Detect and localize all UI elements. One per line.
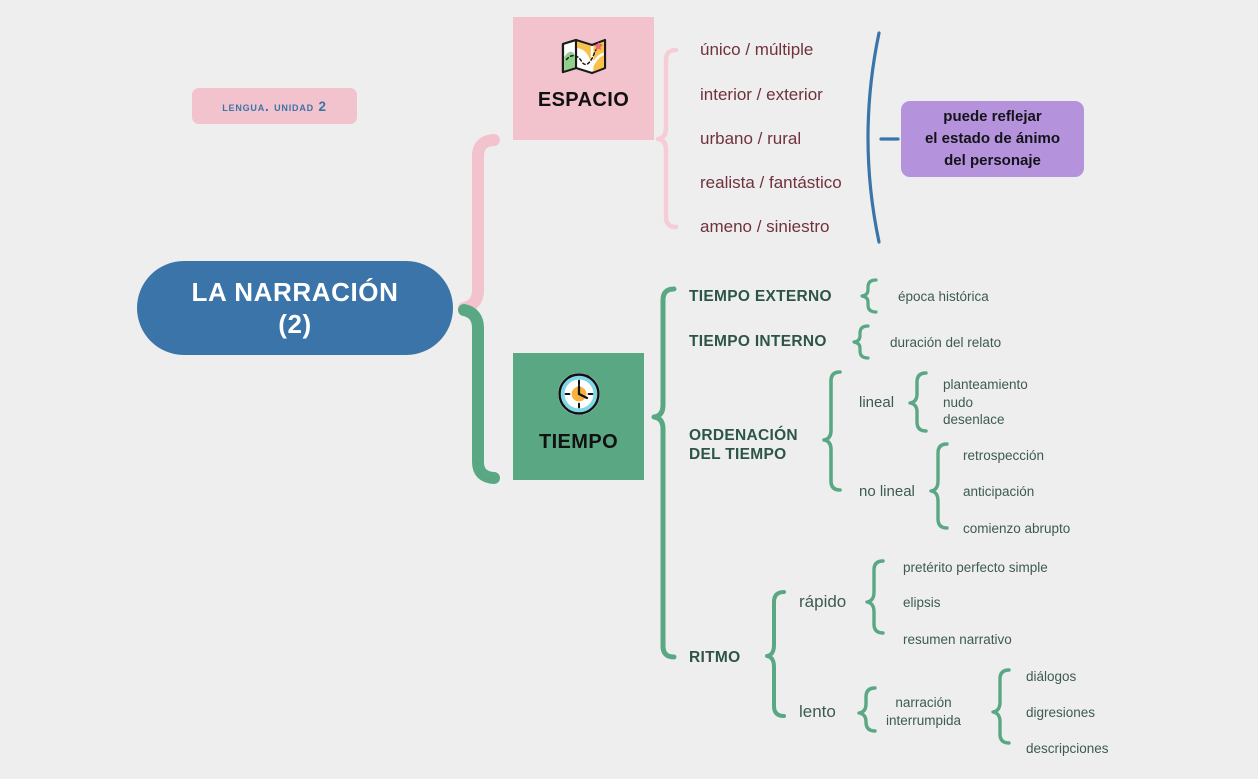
unit-badge-label: LENGUA. UNIDAD 2 — [222, 98, 327, 114]
sub-label-narracion-line1: narración — [895, 695, 952, 710]
brace-lento — [857, 686, 877, 733]
brace-espacio-items — [655, 47, 679, 230]
branch-label-tiempo-externo: TIEMPO EXTERNO — [689, 288, 832, 305]
leaf-lineal-1: nudo — [943, 395, 974, 410]
brace-narracion-interrumpida — [991, 668, 1011, 745]
leaf-lineal-0: planteamiento — [943, 377, 1028, 392]
connector-espacio-callout-arc — [866, 31, 881, 244]
sub-label-rapido: rápido — [799, 592, 847, 611]
mood-callout-line3: del personaje — [944, 152, 1041, 169]
leaf-lento-1: digresiones — [1026, 705, 1096, 720]
leaf-no-lineal-1: anticipación — [963, 484, 1035, 499]
leaf-rapido-1: elipsis — [903, 595, 941, 610]
sub-label-no-lineal: no lineal — [859, 483, 915, 500]
brace-tiempo-branches — [651, 286, 677, 660]
central-node-title-line2: (2) — [278, 309, 312, 339]
branch-label-tiempo-interno: TIEMPO INTERNO — [689, 333, 827, 350]
brace-ordenacion — [822, 370, 842, 492]
branch-label-ritmo: RITMO — [689, 649, 741, 666]
map-icon — [560, 35, 608, 77]
brace-rapido — [865, 559, 885, 635]
brace-no-lineal — [929, 442, 949, 530]
leaf-no-lineal-2: comienzo abrupto — [963, 521, 1071, 536]
leaf-duracion-del-relato: duración del relato — [890, 335, 1002, 350]
leaf-lento-0: diálogos — [1026, 669, 1077, 684]
sub-label-narracion-interrumpida: narración interrumpida — [886, 694, 961, 729]
brace-ritmo — [765, 590, 786, 718]
topic-label-tiempo: TIEMPO — [538, 431, 619, 453]
leaf-epoca-historica: época histórica — [898, 289, 989, 304]
sub-label-lineal: lineal — [859, 394, 895, 411]
unit-badge: LENGUA. UNIDAD 2 — [192, 88, 357, 124]
espacio-item-1: interior / exterior — [700, 85, 823, 104]
mood-callout: puede reflejar el estado de ánimo del pe… — [901, 101, 1084, 177]
topic-box-espacio[interactable]: ESPACIO — [513, 17, 654, 140]
leaf-no-lineal-0: retrospección — [963, 448, 1045, 463]
espacio-item-2: urbano / rural — [700, 129, 802, 148]
branch-label-ordenacion-line2: DEL TIEMPO — [689, 446, 787, 463]
mood-callout-line1: puede reflejar — [943, 108, 1042, 125]
leaf-rapido-2: resumen narrativo — [903, 632, 1012, 647]
brace-tiempo-externo — [860, 278, 878, 314]
brace-tiempo-interno — [852, 324, 870, 360]
connector-central-espacio — [458, 134, 500, 314]
leaf-lineal-2: desenlace — [943, 412, 1005, 427]
leaf-rapido-0: pretérito perfecto simple — [903, 560, 1048, 575]
espacio-item-0: único / múltiple — [700, 40, 814, 59]
central-node[interactable]: LA NARRACIÓN (2) — [137, 261, 453, 355]
connector-central-tiempo — [458, 304, 500, 484]
espacio-item-3: realista / fantástico — [700, 173, 842, 192]
topic-label-espacio: ESPACIO — [537, 89, 630, 111]
espacio-item-4: ameno / siniestro — [700, 217, 830, 236]
sub-label-lento: lento — [799, 702, 836, 721]
mood-callout-line2: el estado de ánimo — [924, 130, 1061, 147]
brace-lineal — [908, 371, 928, 433]
branch-label-ordenacion: ORDENACIÓN DEL TIEMPO — [689, 426, 798, 464]
branch-label-ordenacion-line1: ORDENACIÓN — [689, 427, 798, 444]
central-node-title-line1: LA NARRACIÓN — [191, 277, 399, 307]
sub-label-narracion-line2: interrumpida — [886, 712, 962, 728]
clock-icon — [556, 371, 602, 417]
topic-box-tiempo[interactable]: TIEMPO — [513, 353, 644, 480]
leaf-lento-2: descripciones — [1026, 741, 1109, 756]
